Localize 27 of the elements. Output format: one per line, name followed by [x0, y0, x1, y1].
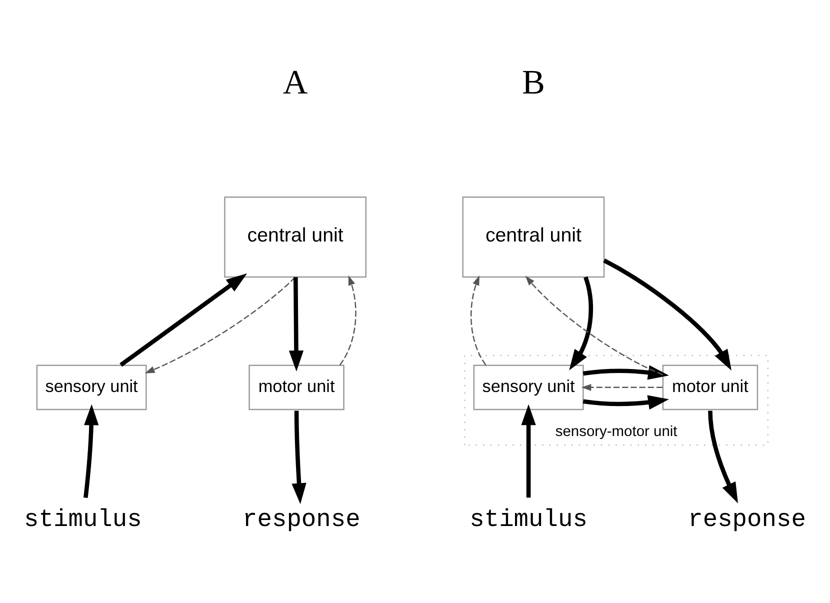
node-box: central unit	[462, 196, 605, 278]
node-box: motor unit	[662, 364, 758, 410]
arrow	[582, 365, 669, 380]
arrow	[470, 275, 486, 366]
arrow	[582, 395, 669, 410]
arrow	[339, 275, 356, 366]
arrow	[525, 276, 664, 376]
node-text: stimulus	[470, 507, 588, 534]
arrow	[521, 404, 536, 498]
node-box: central unit	[224, 196, 367, 278]
node-text: stimulus	[24, 507, 142, 534]
arrow	[84, 404, 99, 498]
label: A	[282, 63, 308, 102]
node-box: sensory unit	[36, 364, 147, 410]
label: B	[522, 63, 545, 102]
arrow	[288, 277, 304, 372]
node-text: response	[242, 507, 360, 534]
arrow	[603, 258, 732, 371]
arrow	[569, 276, 594, 370]
arrow	[144, 276, 296, 374]
arrow	[708, 410, 738, 504]
arrow	[120, 273, 248, 367]
arrow	[581, 384, 663, 391]
node-box: motor unit	[248, 364, 344, 410]
arrow	[292, 410, 306, 504]
node-box: sensory unit	[473, 364, 584, 410]
node-text: response	[688, 507, 806, 534]
